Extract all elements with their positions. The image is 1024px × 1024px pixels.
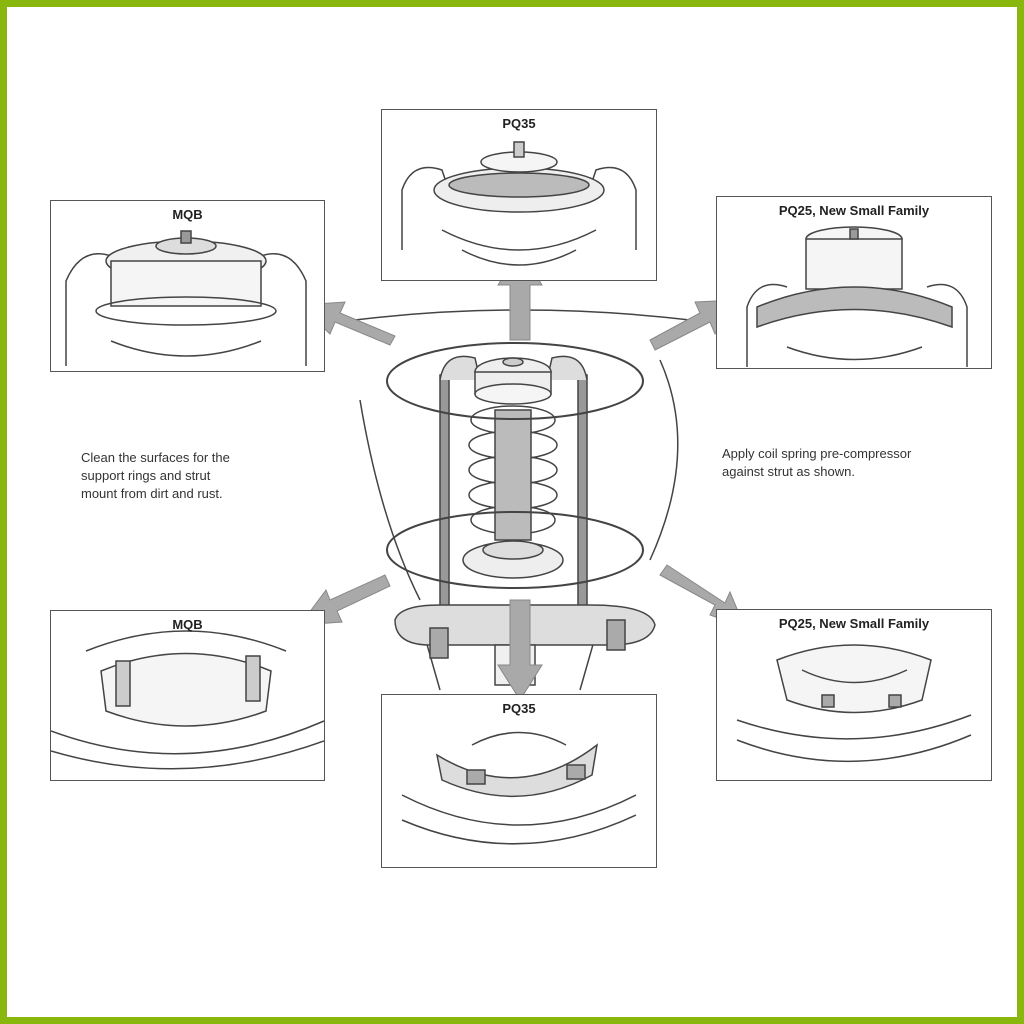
note-line: Apply coil spring pre-compressor	[722, 446, 912, 461]
panel-pq25-bottom: PQ25, New Small Family	[716, 609, 992, 781]
mqb-lower-seat-icon	[51, 630, 324, 770]
mqb-top-mount-icon	[65, 230, 307, 366]
panel-mqb-bottom: MQB	[50, 610, 325, 781]
note-line: Clean the surfaces for the	[81, 450, 230, 465]
note-apply-compressor: Apply coil spring pre-compressor against…	[722, 445, 911, 481]
panel-title: PQ25, New Small Family	[778, 203, 930, 218]
note-line: mount from dirt and rust.	[81, 486, 223, 501]
pq25-top-mount-icon	[746, 226, 968, 367]
note-clean-surfaces: Clean the surfaces for the support rings…	[81, 449, 230, 503]
panel-title: PQ35	[502, 116, 536, 131]
panel-title: PQ25, New Small Family	[778, 616, 930, 631]
panel-title: MQB	[172, 207, 203, 222]
pq25-lower-seat-icon	[736, 644, 972, 762]
panel-pq35-top: PQ35	[381, 109, 657, 281]
pq35-lower-seat-icon	[401, 731, 637, 845]
note-line: support rings and strut	[81, 468, 211, 483]
coil-spring	[468, 405, 558, 541]
pq35-top-mount-icon	[401, 141, 637, 266]
panel-pq25-top: PQ25, New Small Family	[716, 196, 992, 369]
panel-pq35-bottom: PQ35	[381, 694, 657, 868]
panel-title: PQ35	[502, 701, 536, 716]
panel-mqb-top: MQB	[50, 200, 325, 372]
arrow-down	[497, 599, 543, 701]
panel-title: MQB	[172, 617, 203, 632]
note-line: against strut as shown.	[722, 464, 855, 479]
